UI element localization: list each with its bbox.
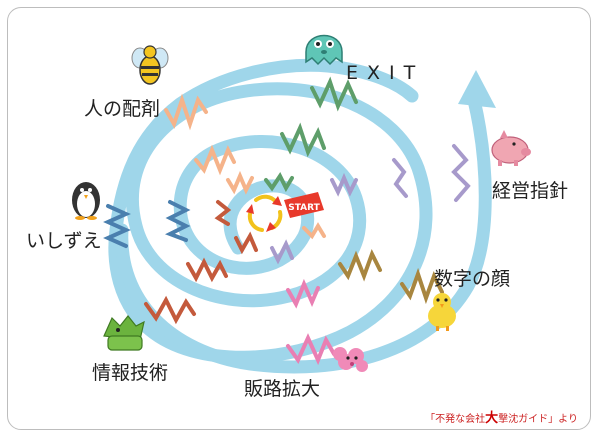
- zigzag-orange-small: [226, 170, 254, 195]
- zigzag-orange-center: [302, 222, 326, 240]
- zigzag-purple-guideline: [451, 144, 471, 202]
- zigzag-brown-numbers: [400, 267, 444, 305]
- zigzag-purple-inner: [330, 172, 358, 197]
- zigzag-pink-mid: [286, 278, 320, 309]
- recycle-arrows-icon: [246, 194, 283, 232]
- start-label: START: [288, 203, 320, 213]
- rounded-frame: [7, 7, 591, 430]
- pig-icon: [491, 130, 531, 166]
- zigzag-red-center2: [234, 231, 258, 255]
- zigzag-red-mid: [186, 257, 228, 283]
- zigzag-green-exit: [310, 76, 358, 112]
- zigzag-orange-staffing: [164, 93, 208, 131]
- exit-arrow-head: [458, 70, 496, 108]
- ghost-icon: [305, 34, 343, 66]
- bee-icon: [131, 45, 169, 85]
- zigzag-purple-mid: [392, 158, 408, 198]
- zigzag-green-inner: [280, 122, 326, 158]
- penguin-icon: [72, 182, 100, 220]
- label-guideline: 経営指針: [492, 180, 569, 202]
- zigzag-purple-center: [270, 239, 294, 265]
- label-number-face: 数字の顔: [434, 268, 511, 290]
- zigzag-red-center: [214, 200, 232, 226]
- zigzag-brown-mid: [338, 248, 382, 282]
- label-sales: 販路拡大: [244, 378, 321, 400]
- start-badge: START: [284, 192, 324, 218]
- credit-close: 撃沈ガイド」より: [498, 414, 578, 425]
- credit-note: 「不発な会社大撃沈ガイド」より: [425, 407, 578, 426]
- zigzag-pink-sales: [286, 333, 336, 366]
- exit-label: EXIT: [346, 62, 425, 84]
- spiral-track: [108, 58, 433, 364]
- zigzag-obstacles: [103, 76, 471, 366]
- zigzag-orange-inner: [194, 144, 236, 176]
- label-foundation: いしずえ: [26, 230, 102, 252]
- zigzag-green-center: [264, 172, 294, 193]
- zigzag-blue-inner: [165, 200, 191, 242]
- zigzag-blue-foundation: [103, 204, 131, 248]
- poodle-icon: [333, 347, 368, 372]
- label-it: 情報技術: [92, 362, 169, 384]
- credit-open: 「不発な会社: [425, 414, 486, 425]
- chick-icon: [428, 293, 456, 331]
- credit-big: 大: [485, 411, 499, 426]
- crocodile-icon: [103, 315, 145, 351]
- zigzag-red-it: [144, 295, 196, 325]
- label-staffing: 人の配剤: [84, 98, 161, 120]
